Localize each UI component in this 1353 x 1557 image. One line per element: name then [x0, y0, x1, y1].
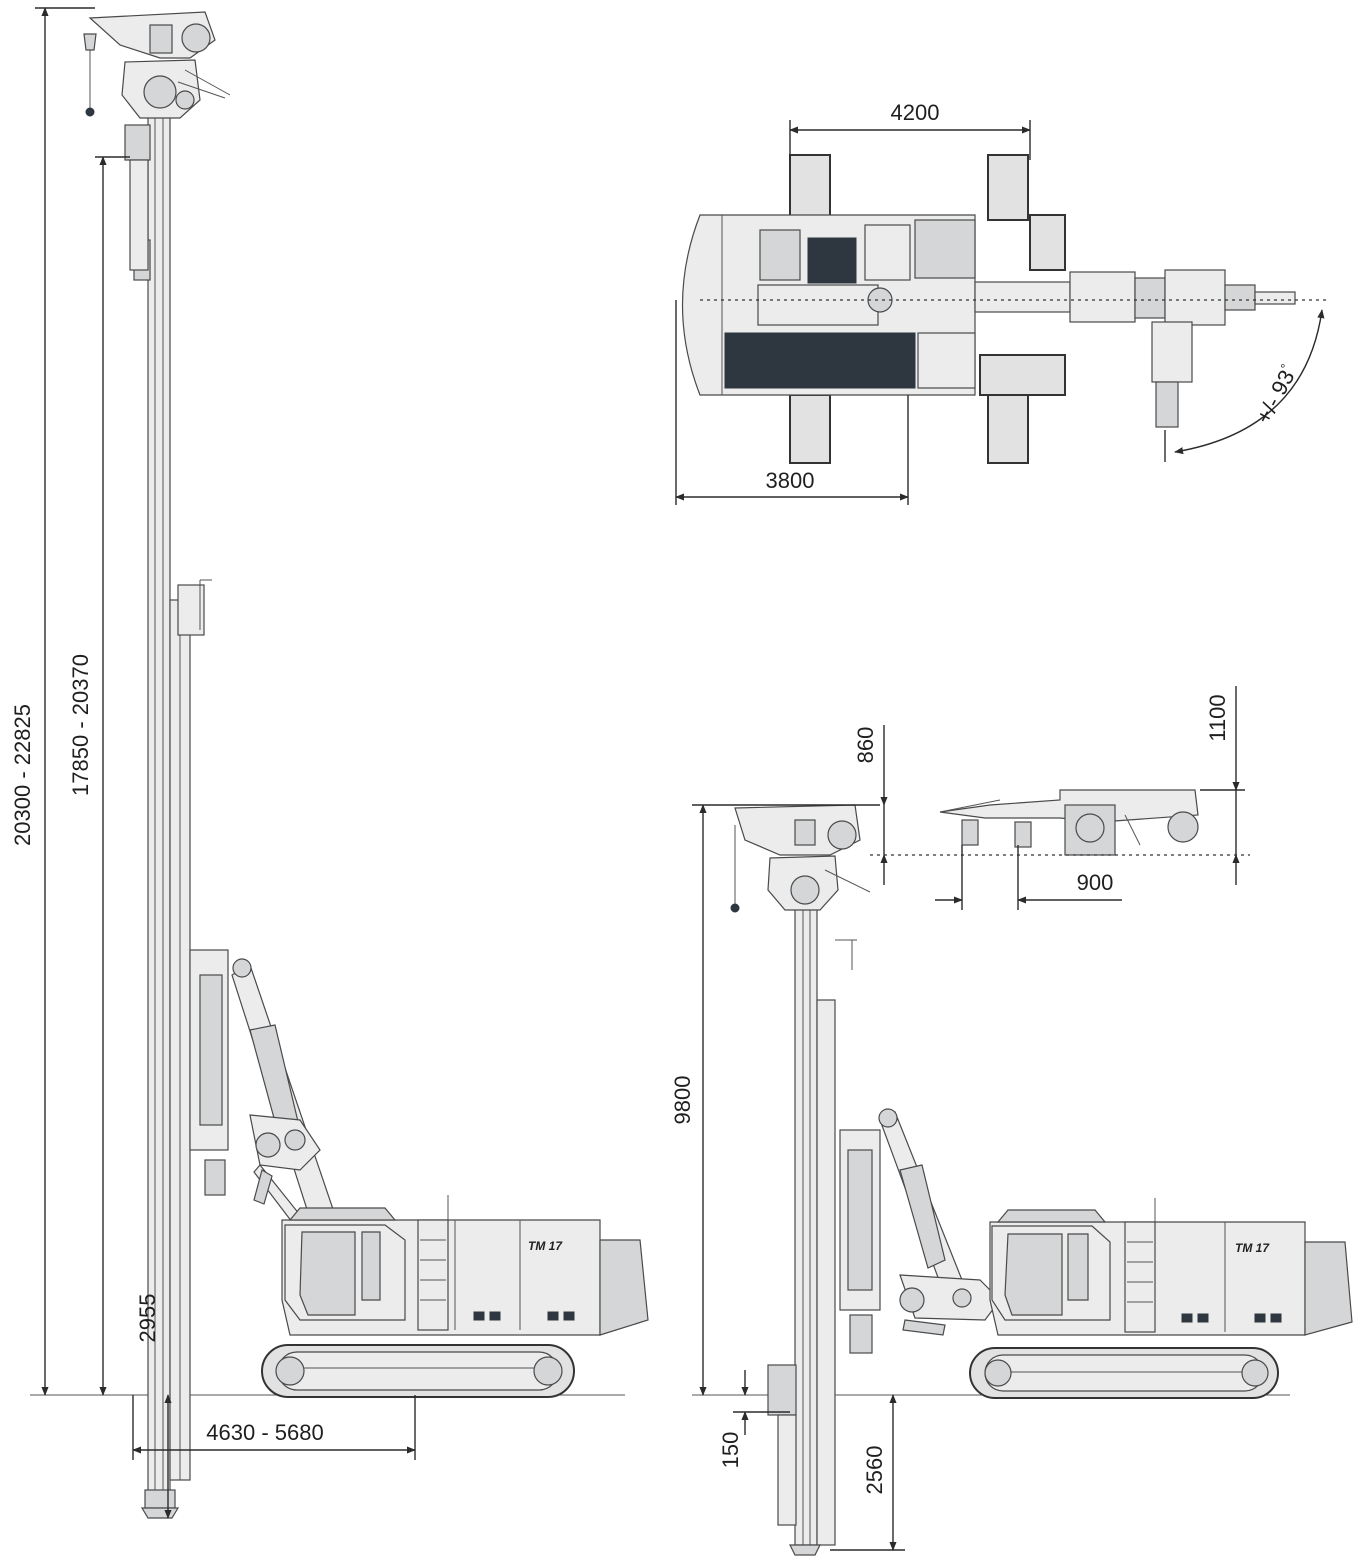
dim-transport-height: 9800: [670, 804, 880, 1396]
dim-ground-offset: 150: [718, 1370, 790, 1468]
reach-label: 4630 - 5680: [206, 1420, 323, 1445]
dim-rear-swing: 3800: [675, 300, 909, 505]
drill-attachment-right: [839, 1129, 881, 1354]
model-badge-right: TM 17: [1235, 1241, 1270, 1255]
boom-linkage: [231, 958, 336, 1226]
dim-below-ground: 2560: [830, 1394, 905, 1551]
dim-overall-height: 20300 - 22825: [10, 7, 95, 1396]
mast-height-label: 17850 - 20370: [68, 654, 93, 796]
boom-linkage-right: [878, 1108, 1001, 1336]
dim-head-raise: 1100: [1205, 686, 1240, 885]
track-spacing-label: 4200: [891, 100, 940, 125]
rotation-angle-label: +/- 93°: [1251, 361, 1302, 428]
dim-head-offset: 860: [853, 725, 888, 885]
dim-clearance: 2955: [135, 1294, 172, 1519]
drill-attachment: [177, 579, 229, 1196]
upper-carriage-right: TM 17: [989, 1198, 1353, 1336]
dim-mast-height: 17850 - 20370: [68, 156, 130, 1396]
plan-body: [681, 214, 976, 396]
ground-offset-label: 150: [718, 1432, 743, 1469]
clearance-label: 2955: [135, 1294, 160, 1343]
left-elevation-view: TM 17 20300 - 22825 17850 - 20370 29: [10, 7, 649, 1519]
dim-reach: 4630 - 5680: [132, 1395, 416, 1460]
below-ground-label: 2560: [862, 1446, 887, 1495]
dim-track-spacing: 4200: [789, 100, 1031, 160]
right-elevation-view: TM 17 9800 860 1: [670, 725, 1353, 1556]
head-travel-label: 900: [1077, 870, 1114, 895]
model-badge: TM 17: [528, 1239, 563, 1253]
plan-view: 4200 3800 +/- 93°: [675, 100, 1330, 505]
mast-head-right: [730, 804, 871, 913]
head-offset-label: 860: [853, 727, 878, 764]
crawler-track: [261, 1344, 575, 1398]
head-detail-view: 1100 900: [870, 686, 1250, 910]
overall-height-label: 20300 - 22825: [10, 704, 35, 846]
crawler-track-right: [969, 1347, 1279, 1399]
head-raise-label: 1100: [1205, 694, 1230, 741]
upper-carriage: TM 17: [281, 1195, 649, 1336]
mast-head: [83, 11, 231, 119]
rear-swing-label: 3800: [766, 468, 815, 493]
transport-height-label: 9800: [670, 1076, 695, 1125]
plan-tracks: [789, 154, 1066, 464]
dim-head-travel: 900: [935, 845, 1122, 910]
mast-right: [767, 904, 857, 1556]
